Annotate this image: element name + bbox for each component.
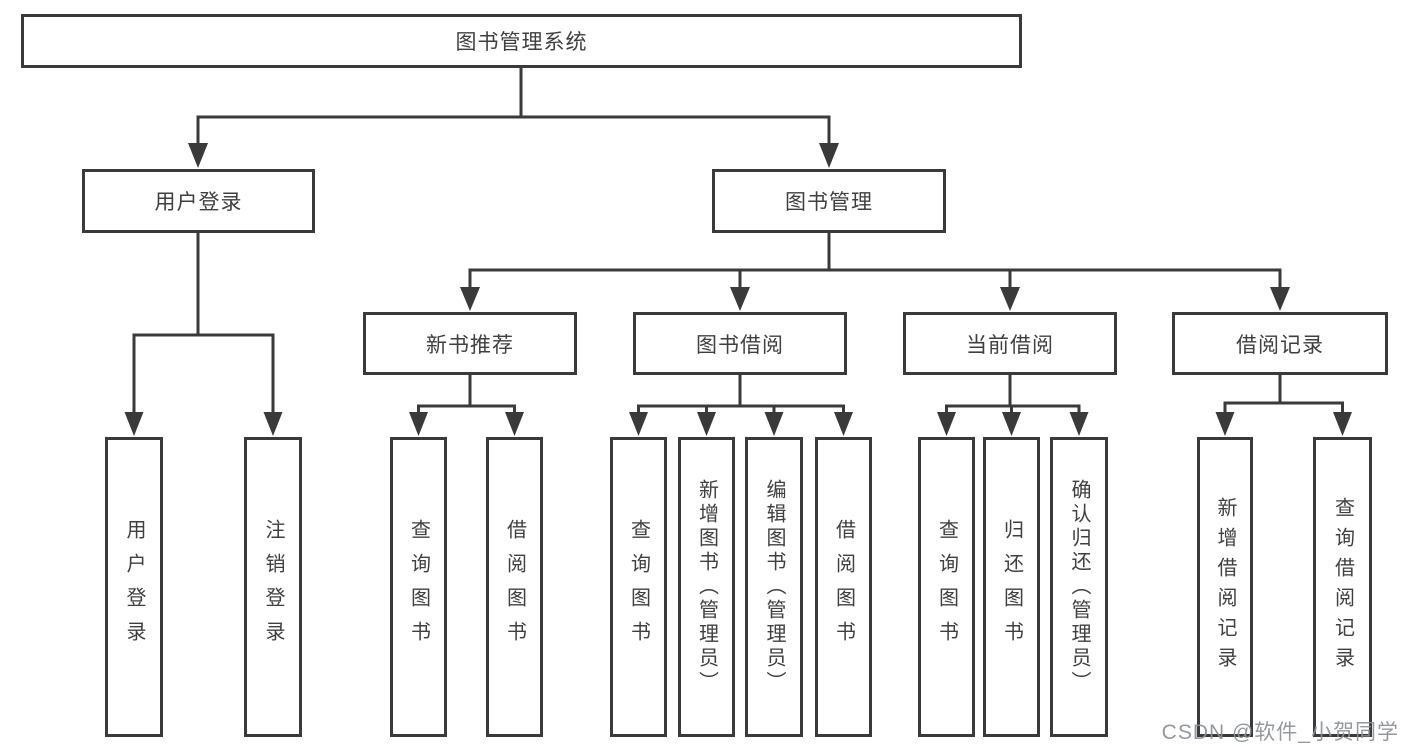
leaf-confirm-return-admin: 确认归还（管理员） <box>1050 437 1108 737</box>
node-user-login: 用户登录 <box>82 169 315 233</box>
leaf-label: 新增借阅记录 <box>1214 497 1236 677</box>
leaf-label: 借阅图书 <box>832 519 855 655</box>
leaf-label: 归还图书 <box>1000 519 1023 655</box>
leaf-label: 新增图书（管理员） <box>695 479 718 695</box>
leaf-label: 查询图书 <box>407 519 430 655</box>
leaf-user-login: 用户登录 <box>105 437 163 737</box>
leaf-borrow-books: 借阅图书 <box>815 437 872 737</box>
node-label: 用户登录 <box>154 191 243 214</box>
node-new-book-recommend: 新书推荐 <box>363 312 577 375</box>
leaf-add-books-admin: 新增图书（管理员） <box>678 437 735 737</box>
node-current-borrowing: 当前借阅 <box>903 312 1117 375</box>
leaf-borrow-books: 借阅图书 <box>486 437 543 737</box>
leaf-label: 确认归还（管理员） <box>1068 479 1090 695</box>
leaf-label: 用户登录 <box>123 519 145 655</box>
node-label: 借阅记录 <box>1236 333 1324 357</box>
node-label: 图书管理 <box>785 191 873 214</box>
leaf-query-borrow-record: 查询借阅记录 <box>1313 437 1372 737</box>
leaf-label: 查询借阅记录 <box>1331 497 1354 677</box>
csdn-watermark: CSDN @软件_小贺同学 <box>1161 721 1399 744</box>
node-book-borrowing: 图书借阅 <box>633 312 847 375</box>
leaf-query-books: 查询图书 <box>610 437 667 737</box>
leaf-label: 查询图书 <box>935 519 958 655</box>
node-borrowing-records: 借阅记录 <box>1172 312 1388 375</box>
leaf-query-books: 查询图书 <box>390 437 447 737</box>
leaf-add-borrow-record: 新增借阅记录 <box>1197 437 1253 737</box>
node-label: 图书管理系统 <box>455 31 588 54</box>
leaf-query-books: 查询图书 <box>918 437 975 737</box>
leaf-label: 借阅图书 <box>503 519 526 655</box>
leaf-edit-books-admin: 编辑图书（管理员） <box>745 437 803 737</box>
node-label: 新书推荐 <box>426 333 514 357</box>
leaf-logout-login: 注销登录 <box>244 437 302 737</box>
leaf-label: 查询图书 <box>627 519 650 655</box>
node-label: 当前借阅 <box>966 333 1054 357</box>
node-library-management-system: 图书管理系统 <box>21 14 1022 68</box>
leaf-label: 注销登录 <box>262 519 284 655</box>
node-book-management: 图书管理 <box>712 169 946 233</box>
leaf-return-books: 归还图书 <box>983 437 1040 737</box>
node-label: 图书借阅 <box>696 333 784 357</box>
leaf-label: 编辑图书（管理员） <box>763 479 785 695</box>
